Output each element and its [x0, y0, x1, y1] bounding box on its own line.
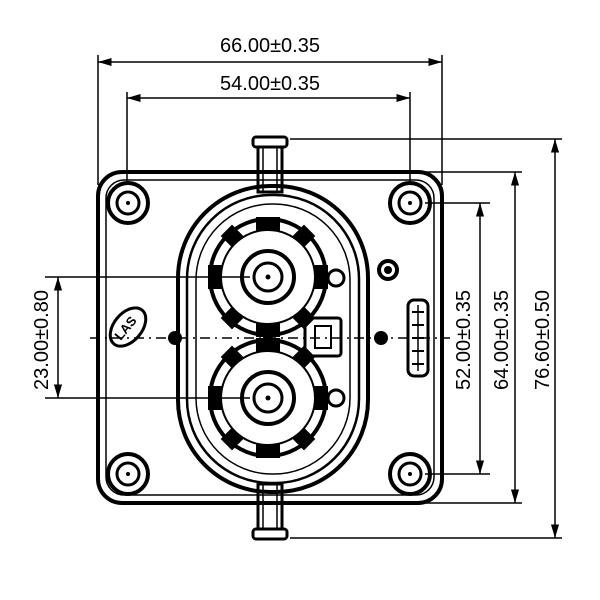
side-bump-left: [168, 331, 182, 345]
dimension-flange-height: 64.00±0.35: [420, 171, 522, 504]
terminal-spacing-label: 23.00±0.80: [31, 290, 53, 390]
dimension-terminal-spacing: 23.00±0.80: [31, 276, 250, 399]
overall-width-label: 66.00±0.35: [220, 35, 320, 57]
logo-badge: LAS: [108, 306, 148, 348]
connector-part: LAS: [90, 135, 450, 541]
marking-plate: [406, 298, 430, 378]
center-pin: [263, 333, 273, 343]
mounting-hole-bottom-left: [106, 452, 150, 496]
housing-core-oval: [195, 203, 351, 475]
mounting-hole-bottom-right: [388, 452, 432, 496]
signal-socket: [303, 316, 343, 358]
mounting-hole-top-left: [106, 181, 150, 225]
pilot-pin-upper: [326, 268, 346, 288]
flange-height-label: 64.00±0.35: [491, 290, 513, 390]
hole-spacing-horizontal-label: 54.00±0.35: [220, 73, 320, 95]
dimension-overall-width: 66.00±0.35: [97, 35, 443, 185]
dimension-overall-height: 76.60±0.50: [290, 138, 562, 539]
top-latch: [251, 135, 289, 194]
dimension-hole-spacing-horizontal: 54.00±0.35: [126, 73, 411, 185]
housing-inner-oval: [185, 193, 361, 485]
pilot-pin-lower: [326, 388, 346, 408]
terminal-upper: [208, 217, 328, 337]
dimension-hole-spacing-vertical: 52.00±0.35: [425, 202, 490, 475]
mounting-hole-top-right: [388, 181, 432, 225]
side-knob: [377, 259, 399, 281]
hole-spacing-vertical-label: 52.00±0.35: [453, 290, 475, 390]
signal-socket-inner: [314, 325, 332, 349]
overall-height-label: 76.60±0.50: [532, 290, 554, 390]
